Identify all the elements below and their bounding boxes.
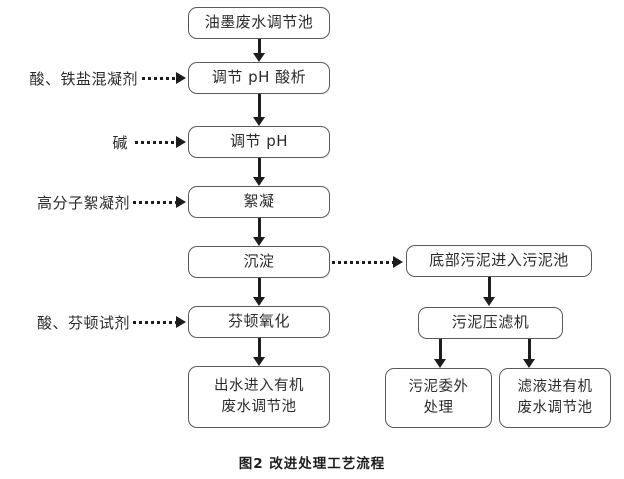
node-ph-adjust[interactable]: 调节 pH [188,126,330,158]
label-polymer-flocculant: 高分子絮凝剂 [36,193,130,212]
connector-filterpress-to-filtrate [527,339,531,359]
dotted-arrow-right-icon [133,200,176,204]
connector-fenton-to-effluent [257,338,261,357]
dotted-arrow-head-icon [176,72,186,84]
connector-flocculation-to-sedimentation [257,218,261,237]
label-acid-fenton-reagent: 酸、芬顿试剂 [36,313,130,332]
node-flocculation[interactable]: 絮凝 [188,186,330,218]
connector-phadjust-to-flocculation [257,158,261,177]
node-sludge-outsourced-treatment[interactable]: 污泥委外 处理 [385,368,492,428]
dotted-arrow-right-icon [135,140,176,144]
solid-arrow-down-icon [253,357,265,366]
dotted-arrow-right-icon [133,320,176,324]
figure-caption: 图2 改进处理工艺流程 [238,456,386,472]
connector-equalization-to-phacid [257,39,261,53]
node-fenton-oxidation[interactable]: 芬顿氧化 [188,306,330,338]
dotted-arrow-head-icon [176,316,186,328]
node-effluent-to-organic-tank[interactable]: 出水进入有机 废水调节池 [188,366,330,428]
label-alkali: 碱 [112,133,128,152]
connector-sludgepit-to-filterpress [487,277,491,297]
node-bottom-sludge-to-sludge-pit[interactable]: 底部污泥进入污泥池 [406,245,592,277]
connector-sedimentation-to-fenton [257,278,261,297]
solid-arrow-down-icon [253,53,265,62]
node-ph-acid-precipitation[interactable]: 调节 pH 酸析 [188,62,330,94]
connector-phacid-to-phadjust [257,94,261,117]
dotted-arrow-head-icon [176,196,186,208]
connector-filterpress-to-outsourced [438,339,442,359]
solid-arrow-down-icon [434,359,446,368]
node-filtrate-to-organic-tank[interactable]: 滤液进有机 废水调节池 [499,368,611,428]
dotted-arrow-right-icon [332,260,393,264]
solid-arrow-down-icon [253,297,265,306]
node-sedimentation[interactable]: 沉淀 [188,246,330,278]
solid-arrow-down-icon [253,237,265,246]
solid-arrow-down-icon [253,117,265,126]
solid-arrow-down-icon [523,359,535,368]
dotted-arrow-head-icon [393,256,403,268]
solid-arrow-down-icon [483,297,495,306]
node-equalization-tank[interactable]: 油墨废水调节池 [188,7,330,39]
dotted-arrow-head-icon [176,136,186,148]
label-acid-iron-coagulant: 酸、铁盐混凝剂 [29,69,138,88]
solid-arrow-down-icon [253,177,265,186]
node-sludge-filter-press[interactable]: 污泥压滤机 [418,307,563,339]
dotted-arrow-right-icon [142,76,176,80]
